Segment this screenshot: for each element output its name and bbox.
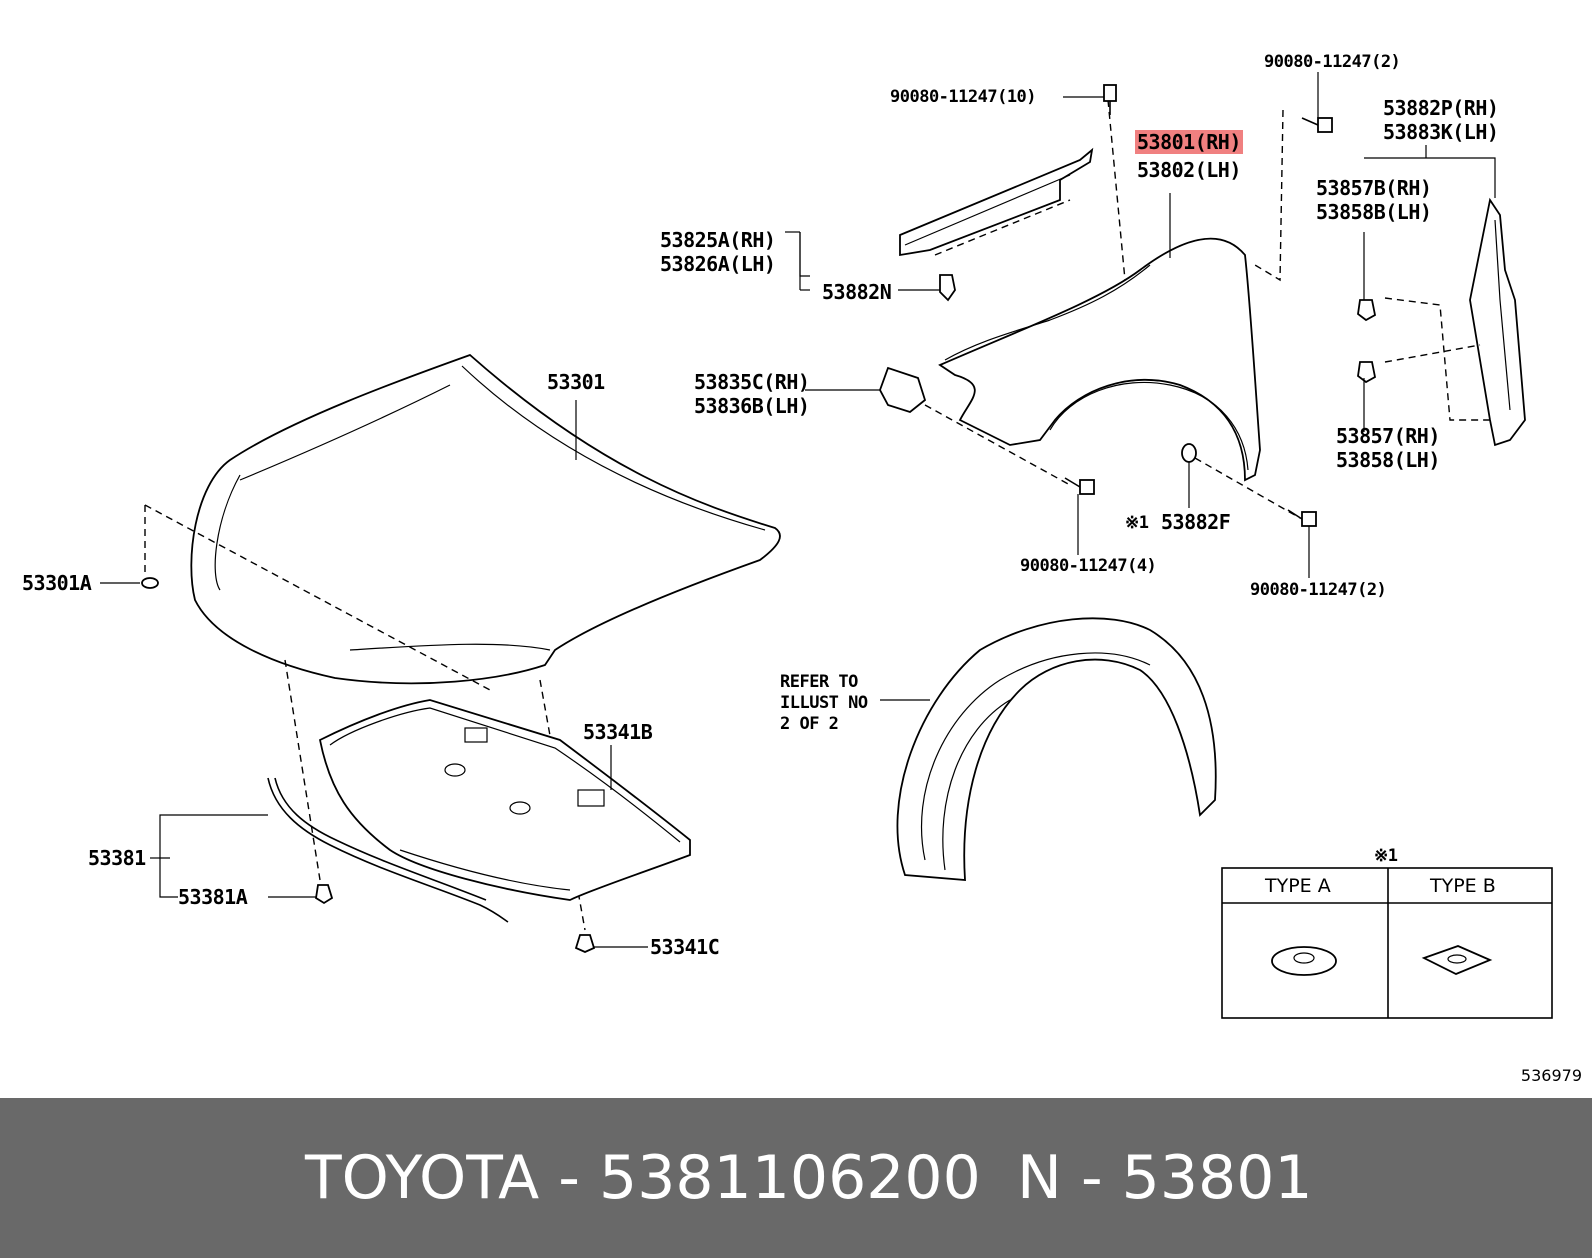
- label-53858-lh: 53858(LH): [1336, 448, 1440, 472]
- label-53381: 53381: [88, 846, 146, 870]
- leader-lines: [100, 72, 1496, 948]
- label-53381a: 53381A: [178, 885, 248, 909]
- label-53341b: 53341B: [583, 720, 653, 744]
- type-a-header: TYPE A: [1265, 875, 1331, 897]
- fender-liner: [896, 617, 1217, 881]
- type-a-washer: [1271, 946, 1337, 976]
- label-53883k-lh: 53883K(LH): [1383, 120, 1499, 144]
- label-refer-line3: 2 OF 2: [780, 714, 839, 734]
- label-53858b-lh: 53858B(LH): [1316, 200, 1432, 224]
- seal-53381: [267, 777, 509, 923]
- hood-53301: [190, 353, 781, 685]
- bracket-53835c: [879, 366, 927, 414]
- fender-53801: [938, 237, 1261, 482]
- label-53301a: 53301A: [22, 571, 92, 595]
- label-53857b-rh: 53857B(RH): [1316, 176, 1432, 200]
- protector-line: [1384, 297, 1495, 421]
- bracket-line: [924, 404, 1071, 486]
- washer-line: [1194, 457, 1301, 519]
- label-53801-rh: 53801(RH): [1135, 130, 1243, 154]
- hood-guide-line-a: [144, 504, 491, 691]
- type-b-washer: [1421, 945, 1493, 975]
- hood-insulator-53341b: [318, 699, 691, 901]
- label-53836b-lh: 53836B(LH): [694, 394, 810, 418]
- bolt-90080-4: [1064, 477, 1095, 495]
- bolt-90080-10: [1103, 84, 1117, 115]
- bolt-90080-2a: [1301, 117, 1333, 133]
- label-53826a-lh: 53826A(LH): [660, 252, 776, 276]
- clip-53857: [1357, 361, 1377, 384]
- clip-53341c: [574, 934, 596, 953]
- label-90080-11247-4: 90080-11247(4): [1020, 556, 1157, 576]
- label-53835c-rh: 53835C(RH): [694, 370, 810, 394]
- hood-guide-line-b: [284, 659, 321, 881]
- fender-rear-line: [1254, 109, 1284, 282]
- hood-pad-53301a: [141, 577, 159, 589]
- label-53882n: 53882N: [822, 280, 892, 304]
- clip-53882n: [939, 274, 956, 302]
- footer-bar: TOYOTA - 5381106200 N - 53801: [0, 1098, 1592, 1258]
- washer-53882f: [1181, 443, 1197, 463]
- seal-53825a: [899, 147, 1094, 257]
- label-53802-lh: 53802(LH): [1137, 158, 1241, 182]
- label-53301: 53301: [547, 370, 605, 394]
- protector-line-b: [1384, 344, 1481, 363]
- type-table: [1221, 867, 1553, 1019]
- label-refer-line2: ILLUST NO: [780, 693, 868, 713]
- label-53341c: 53341C: [650, 935, 720, 959]
- label-53882f: 53882F: [1161, 510, 1231, 534]
- protector-53882p: [1469, 197, 1526, 447]
- footer-brand-part: TOYOTA - 5381106200: [305, 1143, 981, 1213]
- type-b-header: TYPE B: [1430, 875, 1496, 897]
- image-id: 536979: [1520, 1066, 1582, 1085]
- bolt-90080-2b: [1287, 509, 1317, 527]
- type-table-note: ※1: [1374, 846, 1398, 866]
- seal-53381-edge: [274, 777, 487, 901]
- fender-bolt-line: [1107, 99, 1126, 281]
- footer-ref: N - 53801: [1017, 1143, 1313, 1213]
- label-refer-line1: REFER TO: [780, 672, 858, 692]
- label-90080-11247-2a: 90080-11247(2): [1264, 52, 1401, 72]
- label-ref-note-1: ※1: [1125, 513, 1149, 533]
- seal-guide-line: [934, 199, 1071, 256]
- label-53882p-rh: 53882P(RH): [1383, 96, 1499, 120]
- clip-53381a: [315, 884, 334, 905]
- label-90080-11247-2b: 90080-11247(2): [1250, 580, 1387, 600]
- label-90080-11247-10: 90080-11247(10): [890, 87, 1037, 107]
- highlight-53801: 53801(RH): [1135, 130, 1243, 154]
- label-53857-rh: 53857(RH): [1336, 424, 1440, 448]
- hood-guide-line-c: [539, 679, 586, 931]
- label-53825a-rh: 53825A(RH): [660, 228, 776, 252]
- clip-53857b: [1357, 299, 1377, 322]
- parts-diagram: [100, 72, 1553, 1019]
